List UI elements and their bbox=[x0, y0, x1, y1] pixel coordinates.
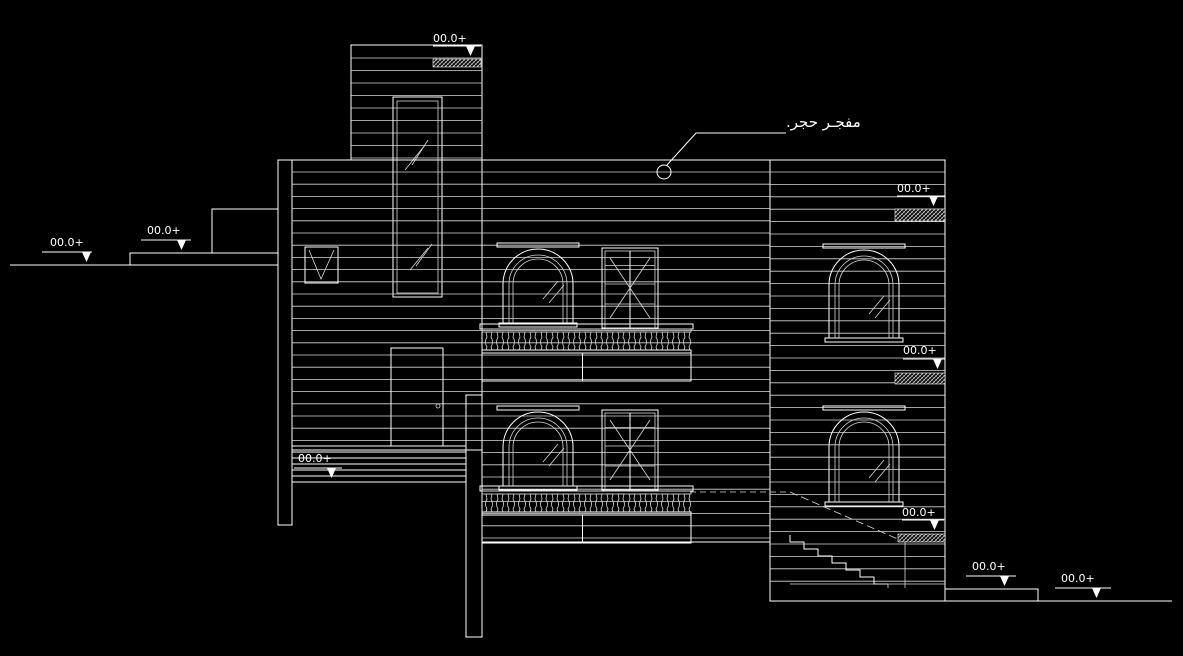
svg-text:00.0+: 00.0+ bbox=[50, 236, 84, 249]
level-mark: 00.0+ bbox=[903, 344, 945, 369]
level-mark: 00.0+ bbox=[897, 182, 945, 206]
middle-pier bbox=[465, 394, 483, 638]
svg-text:00.0+: 00.0+ bbox=[897, 182, 931, 195]
french-door bbox=[601, 409, 659, 491]
level-mark: 00.0+ bbox=[42, 236, 92, 262]
stair-tower bbox=[350, 44, 483, 298]
openings bbox=[479, 242, 906, 544]
left-door bbox=[390, 347, 444, 447]
level-mark: 00.0+ bbox=[294, 452, 342, 478]
arched-window bbox=[496, 405, 580, 491]
arched-window bbox=[822, 405, 906, 507]
left-small-window bbox=[304, 246, 339, 284]
svg-text:00.0+: 00.0+ bbox=[298, 452, 332, 465]
annotation-label: مفجـر حجر. bbox=[786, 113, 861, 131]
right-wing bbox=[690, 159, 946, 602]
svg-text:00.0+: 00.0+ bbox=[902, 506, 936, 519]
level-mark: 00.0+ bbox=[966, 560, 1016, 586]
svg-text:00.0+: 00.0+ bbox=[433, 32, 467, 45]
svg-text:00.0+: 00.0+ bbox=[972, 560, 1006, 573]
exterior-stair bbox=[789, 535, 888, 585]
stone-annotation: مفجـر حجر. bbox=[656, 113, 861, 180]
left-wing bbox=[277, 159, 483, 526]
annotation-marker bbox=[656, 164, 672, 180]
arched-window bbox=[822, 243, 906, 343]
arched-window bbox=[496, 242, 580, 328]
french-door bbox=[601, 247, 659, 329]
level-mark: 00.0+ bbox=[433, 32, 481, 56]
tower-tall-window bbox=[392, 96, 443, 298]
level-mark: 00.0+ bbox=[902, 506, 944, 530]
middle-block bbox=[465, 159, 771, 638]
level-mark: 00.0+ bbox=[1055, 572, 1111, 598]
hatched-slabs bbox=[432, 58, 946, 543]
level-marks: 00.0+ 00.0+ 00.0+ 00.0+ 00.0+ 00.0+ bbox=[42, 32, 1111, 598]
door-knob bbox=[435, 403, 441, 409]
left-pier bbox=[277, 159, 293, 526]
balcony bbox=[479, 485, 694, 544]
svg-text:00.0+: 00.0+ bbox=[903, 344, 937, 357]
svg-text:00.0+: 00.0+ bbox=[147, 224, 181, 237]
svg-text:00.0+: 00.0+ bbox=[1061, 572, 1095, 585]
level-mark: 00.0+ bbox=[141, 224, 191, 250]
balcony bbox=[479, 323, 694, 382]
